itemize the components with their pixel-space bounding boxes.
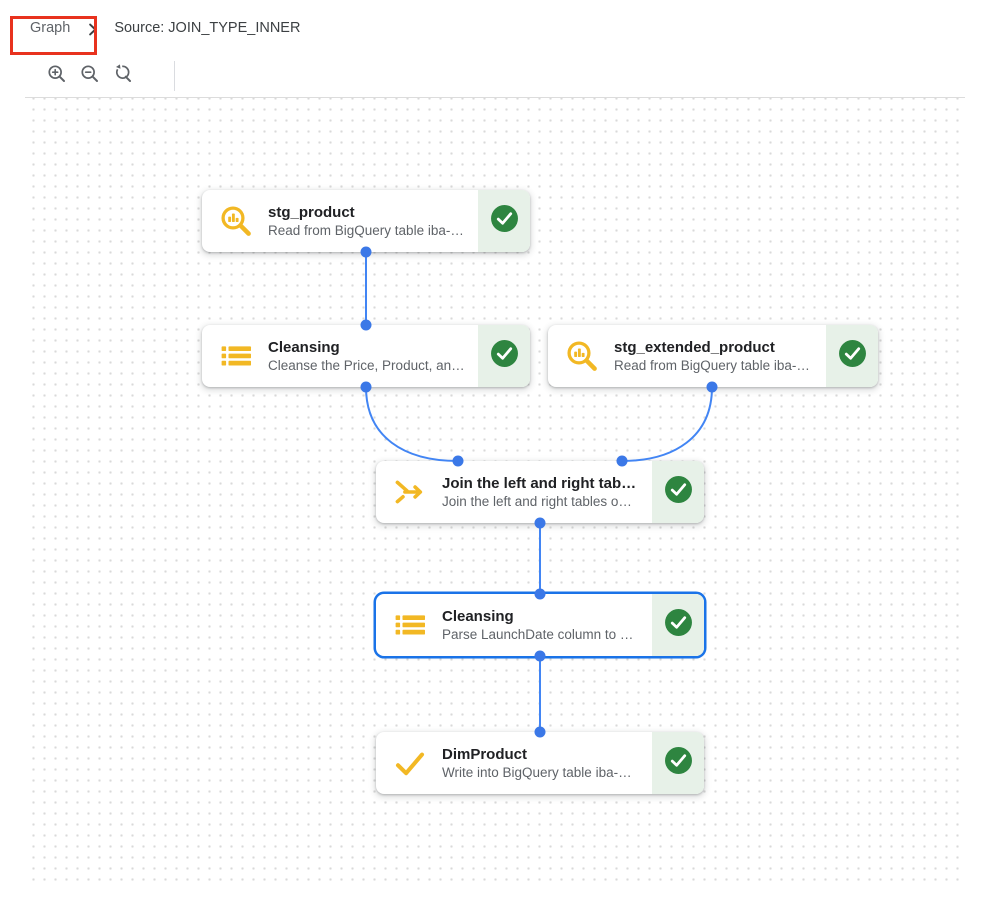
node-title: stg_extended_product — [614, 338, 775, 356]
search-data-icon — [563, 338, 601, 374]
breadcrumb: Graph Source: JOIN_TYPE_INNER — [0, 0, 992, 56]
breadcrumb-item-graph[interactable]: Graph — [30, 20, 71, 36]
breadcrumb-item-current: Source: JOIN_TYPE_INNER — [114, 20, 301, 36]
node-text: stg_extended_product Read from BigQuery … — [614, 338, 826, 375]
graph-toolbar — [0, 54, 992, 97]
node-subtitle: Join the left and right tables o… — [442, 493, 632, 509]
list-icon — [217, 338, 255, 374]
success-check-icon — [664, 746, 693, 780]
node-status-success — [826, 325, 878, 387]
success-check-icon — [664, 608, 693, 642]
node-text: DimProduct Write into BigQuery table iba… — [442, 745, 652, 782]
node-status-success — [652, 594, 704, 656]
node-title: Cleansing — [268, 338, 340, 356]
graph-node-join[interactable]: Join the left and right tab… Join the le… — [376, 461, 704, 523]
zoom-in-button[interactable] — [46, 65, 68, 87]
node-text: Join the left and right tab… Join the le… — [442, 474, 652, 511]
success-check-icon — [664, 475, 693, 509]
chevron-right-icon — [84, 21, 101, 38]
toolbar-divider — [174, 60, 175, 91]
graph-node-dimproduct[interactable]: DimProduct Write into BigQuery table iba… — [376, 732, 704, 794]
zoom-out-icon — [79, 63, 101, 88]
zoom-in-icon — [46, 63, 68, 88]
node-status-success — [652, 732, 704, 794]
node-subtitle: Write into BigQuery table iba-… — [442, 764, 632, 780]
success-check-icon — [490, 204, 519, 238]
zoom-reset-icon — [112, 63, 134, 88]
node-subtitle: Cleanse the Price, Product, an… — [268, 357, 465, 373]
node-title: stg_product — [268, 203, 355, 221]
zoom-reset-button[interactable] — [112, 63, 134, 88]
success-check-icon — [838, 339, 867, 373]
node-title: Cleansing — [442, 607, 514, 625]
node-title: Join the left and right tab… — [442, 474, 637, 492]
graph-node-cleansing-lower-selected[interactable]: Cleansing Parse LaunchDate column to … — [376, 594, 704, 656]
node-status-success — [652, 461, 704, 523]
node-subtitle: Read from BigQuery table iba-… — [614, 357, 810, 373]
list-icon — [391, 607, 429, 643]
search-data-icon — [217, 203, 255, 239]
node-text: Cleansing Parse LaunchDate column to … — [442, 607, 652, 644]
node-subtitle: Parse LaunchDate column to … — [442, 626, 634, 642]
node-status-success — [478, 325, 530, 387]
node-text: stg_product Read from BigQuery table iba… — [268, 203, 478, 240]
node-title: DimProduct — [442, 745, 528, 763]
graph-node-stg-extended-product[interactable]: stg_extended_product Read from BigQuery … — [548, 325, 878, 387]
node-text: Cleansing Cleanse the Price, Product, an… — [268, 338, 478, 375]
graph-node-stg-product[interactable]: stg_product Read from BigQuery table iba… — [202, 190, 530, 252]
join-icon — [391, 474, 429, 510]
node-status-success — [478, 190, 530, 252]
node-subtitle: Read from BigQuery table iba-… — [268, 222, 464, 238]
check-icon — [391, 745, 429, 781]
success-check-icon — [490, 339, 519, 373]
zoom-out-button[interactable] — [79, 65, 101, 87]
graph-node-cleansing-upper[interactable]: Cleansing Cleanse the Price, Product, an… — [202, 325, 530, 387]
